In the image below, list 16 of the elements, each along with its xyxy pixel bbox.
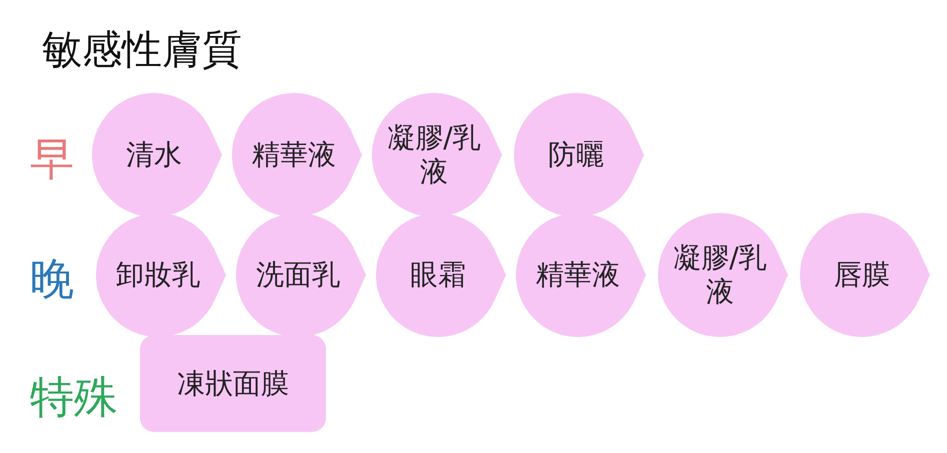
row-label: 特殊 xyxy=(30,371,118,425)
title: 敏感性膚質 xyxy=(42,26,242,75)
step-label: 唇膜 xyxy=(834,258,890,292)
row-label: 晚 xyxy=(30,253,74,307)
step-label: 凍狀面膜 xyxy=(177,366,289,402)
step-label: 凝膠/乳液 xyxy=(386,121,482,189)
step-label: 防曬 xyxy=(548,138,604,172)
step-label: 洗面乳 xyxy=(256,258,340,292)
row-label: 早 xyxy=(30,133,74,187)
step-label: 眼霜 xyxy=(410,258,466,292)
step-label: 精華液 xyxy=(536,258,620,292)
step-label: 卸妝乳 xyxy=(116,258,200,292)
step-label: 凝膠/乳液 xyxy=(672,241,768,309)
step-label: 清水 xyxy=(126,138,182,172)
step-label: 精華液 xyxy=(252,138,336,172)
rounded-box xyxy=(140,335,326,432)
